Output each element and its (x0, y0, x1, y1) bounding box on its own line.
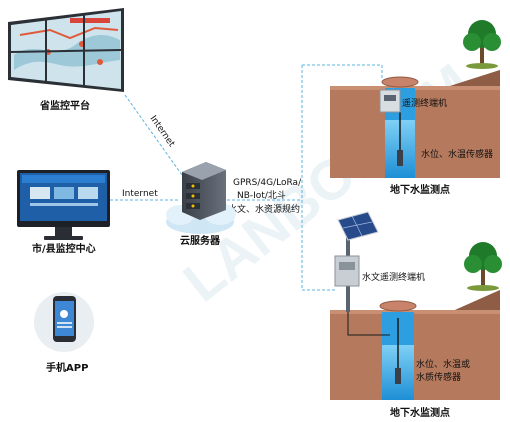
sensor-bottom-label-2: 水质传感器 (416, 371, 461, 383)
provincial-platform-label: 省监控平台 (39, 99, 90, 112)
protocol-label-3: 水文、水资源规约 (228, 203, 300, 215)
cloud-server-icon (166, 162, 236, 234)
monitor-icon (17, 170, 110, 240)
link-platform-server (124, 94, 183, 176)
video-wall-icon (8, 8, 124, 92)
network-links (110, 64, 383, 291)
link-to-top-site (302, 64, 383, 80)
mobile-app-icon (34, 292, 94, 352)
terminal-bottom-label: 水文遥测终端机 (362, 271, 425, 283)
solar-terminal-icon (334, 211, 379, 312)
mobile-app-label: 手机APP (46, 361, 88, 374)
top-site-label: 地下水监测点 (390, 183, 450, 196)
terminal-top-label: 遥测终端机 (402, 97, 447, 109)
protocol-label-2: NB-Iot/北斗 (237, 190, 286, 201)
city-center-label: 市/县监控中心 (32, 242, 96, 255)
top-site-ground (330, 20, 501, 178)
bottom-site-label: 地下水监测点 (390, 406, 450, 419)
protocol-label-1: GPRS/4G/LoRa/ (233, 178, 302, 188)
bottom-site-ground (330, 242, 502, 400)
internet-label-left: Internet (122, 189, 158, 199)
sensor-bottom-label-1: 水位、水温或 (416, 358, 470, 370)
sensor-top-label: 水位、水温传感器 (421, 148, 493, 160)
cloud-server-label: 云服务器 (180, 234, 221, 247)
internet-label-top: Internet (148, 114, 177, 149)
